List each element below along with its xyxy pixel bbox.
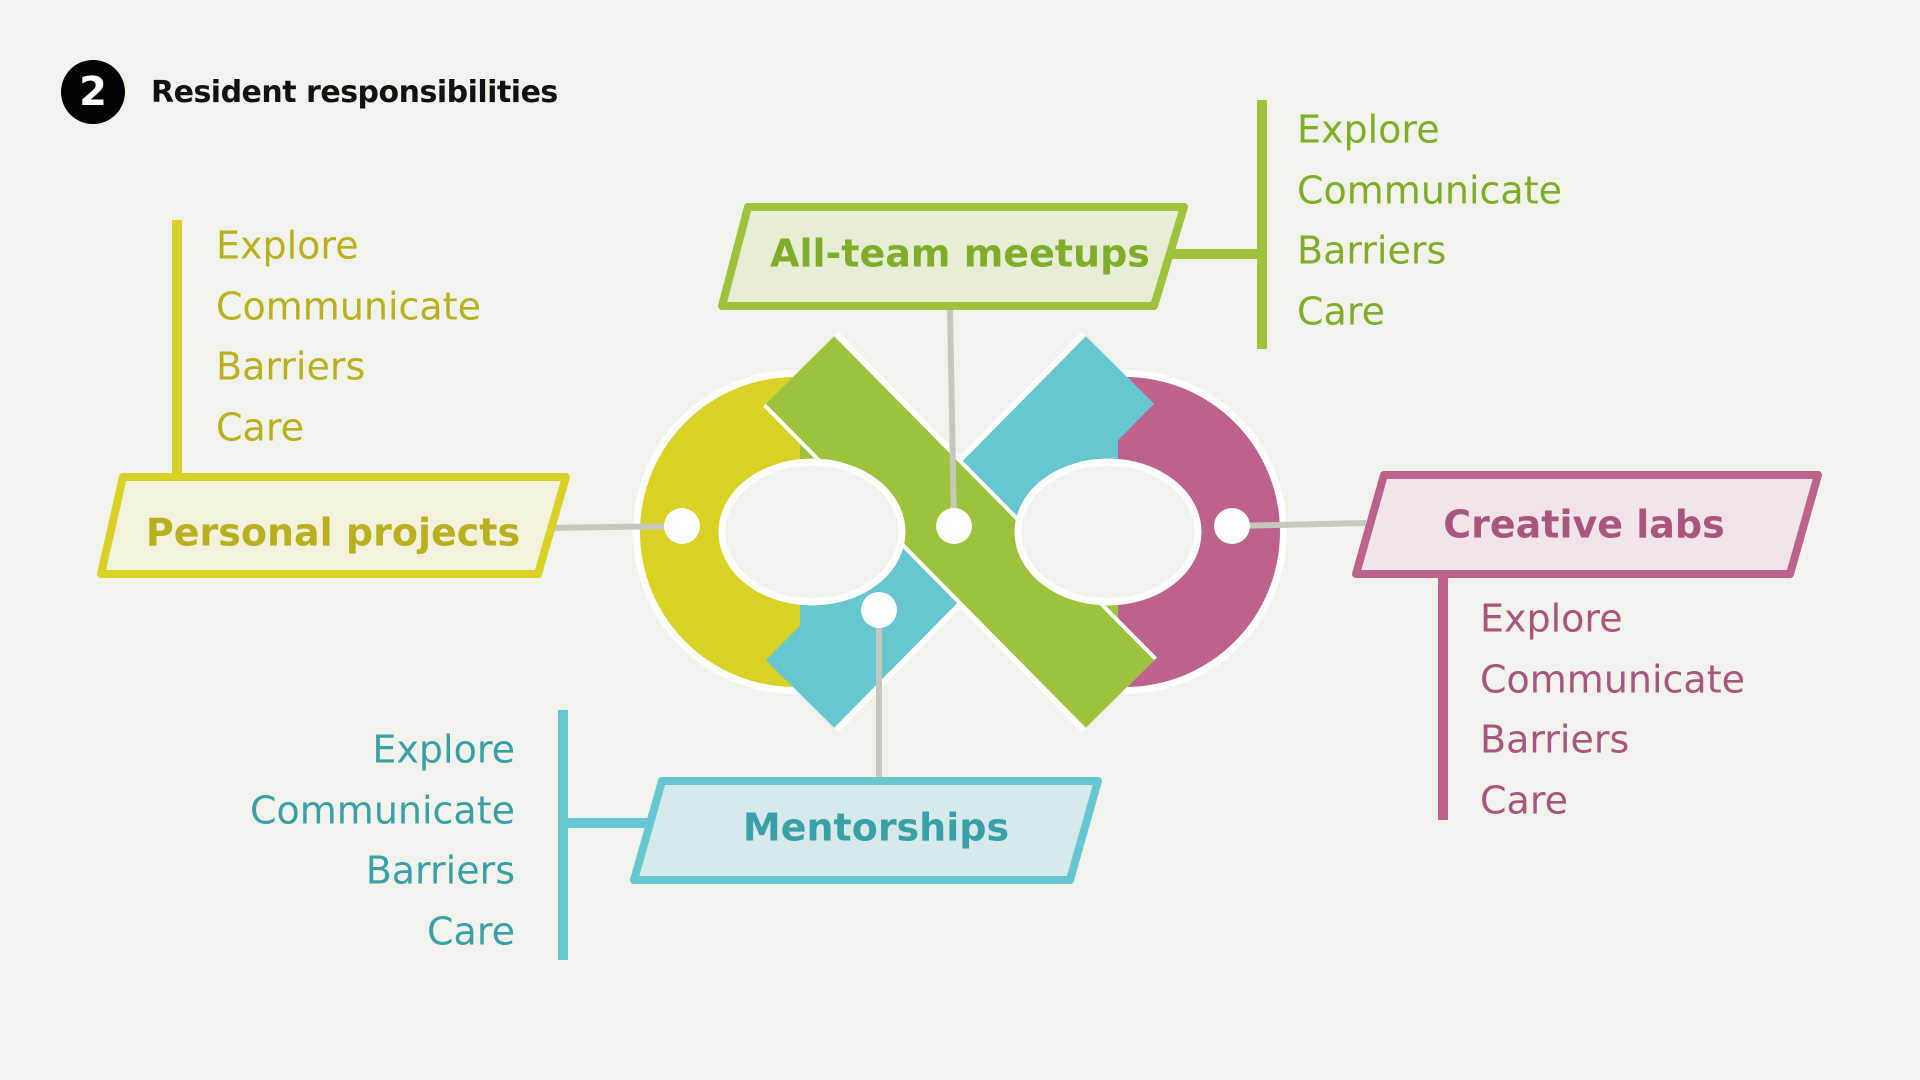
personal-item-communicate: Communicate (216, 285, 481, 329)
allteam-group: All-team meetups Explore Communicate Bar… (718, 100, 1562, 349)
personal-item-explore: Explore (216, 224, 359, 268)
allteam-item-explore: Explore (1297, 108, 1440, 152)
creative-item-care: Care (1480, 779, 1568, 823)
personal-label-box (97, 473, 570, 578)
allteam-connector-bar (1170, 249, 1262, 259)
connector-allteam (947, 305, 957, 527)
allteam-item-care: Care (1297, 290, 1385, 334)
mentorships-item-communicate: Communicate (250, 789, 515, 833)
mentorships-item-care: Care (427, 910, 515, 954)
allteam-list-bar (1257, 100, 1267, 349)
dot-allteam (936, 508, 972, 544)
mentorships-group: Mentorships Explore Communicate Barriers… (250, 710, 1102, 960)
creative-item-communicate: Communicate (1480, 658, 1745, 702)
dot-mentorships (861, 592, 897, 628)
creative-group: Creative labs Explore Communicate Barrie… (1352, 471, 1822, 823)
personal-item-barriers: Barriers (216, 345, 365, 389)
mentorships-connector-bar (562, 818, 654, 828)
allteam-item-barriers: Barriers (1297, 229, 1446, 273)
left-hole (718, 458, 906, 606)
allteam-item-communicate: Communicate (1297, 169, 1562, 213)
connector-creative (1231, 520, 1367, 529)
mentorships-item-barriers: Barriers (366, 849, 515, 893)
creative-label-box (1352, 471, 1822, 578)
header: 2 Resident responsibilities (61, 60, 558, 124)
step-number-badge: 2 (61, 60, 125, 124)
page-title: Resident responsibilities (151, 74, 558, 110)
personal-list-bar (172, 220, 182, 478)
dot-creative (1214, 508, 1250, 544)
dot-personal (664, 508, 700, 544)
creative-item-explore: Explore (1480, 597, 1623, 641)
creative-label: Creative labs (1443, 503, 1725, 547)
creative-item-barriers: Barriers (1480, 718, 1629, 762)
allteam-label-box (718, 203, 1188, 310)
mentorships-label-box (630, 777, 1102, 884)
mentorships-list-bar (558, 710, 568, 960)
right-hole (1014, 458, 1202, 606)
creative-list-bar (1438, 574, 1448, 820)
personal-item-care: Care (216, 406, 304, 450)
personal-label: Personal projects (146, 511, 520, 555)
allteam-label: All-team meetups (770, 232, 1150, 276)
mentorships-item-explore: Explore (372, 728, 515, 772)
connector-personal (547, 523, 683, 531)
personal-group: Personal projects Explore Communicate Ba… (97, 220, 570, 578)
mentorships-label: Mentorships (743, 806, 1009, 850)
